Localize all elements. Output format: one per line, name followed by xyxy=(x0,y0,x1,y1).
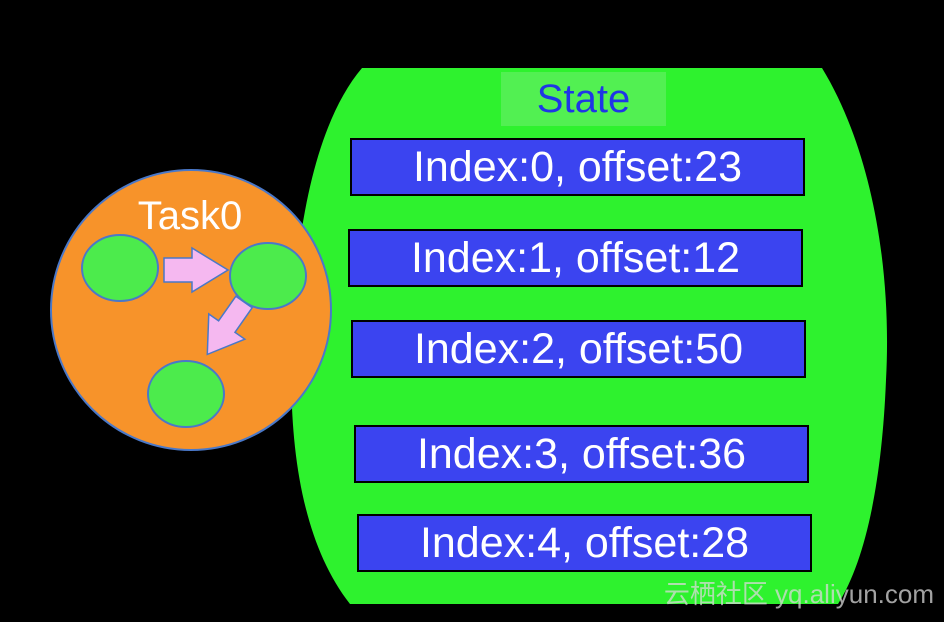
state-entry-4: Index:4, offset:28 xyxy=(357,514,812,572)
task-node-right xyxy=(229,242,307,310)
task-label: Task0 xyxy=(137,194,243,238)
watermark: 云栖社区 yq.aliyun.com xyxy=(663,579,934,609)
state-title: State xyxy=(501,72,666,126)
arrow-down-left-icon xyxy=(206,295,254,356)
state-entry-1: Index:1, offset:12 xyxy=(348,229,803,287)
task-node-left xyxy=(81,234,159,302)
arrow-right-icon xyxy=(163,246,230,294)
task-node-bottom xyxy=(147,360,225,428)
state-entry-2: Index:2, offset:50 xyxy=(351,320,806,378)
state-entry-0: Index:0, offset:23 xyxy=(350,138,805,196)
state-entry-3: Index:3, offset:36 xyxy=(354,425,809,483)
